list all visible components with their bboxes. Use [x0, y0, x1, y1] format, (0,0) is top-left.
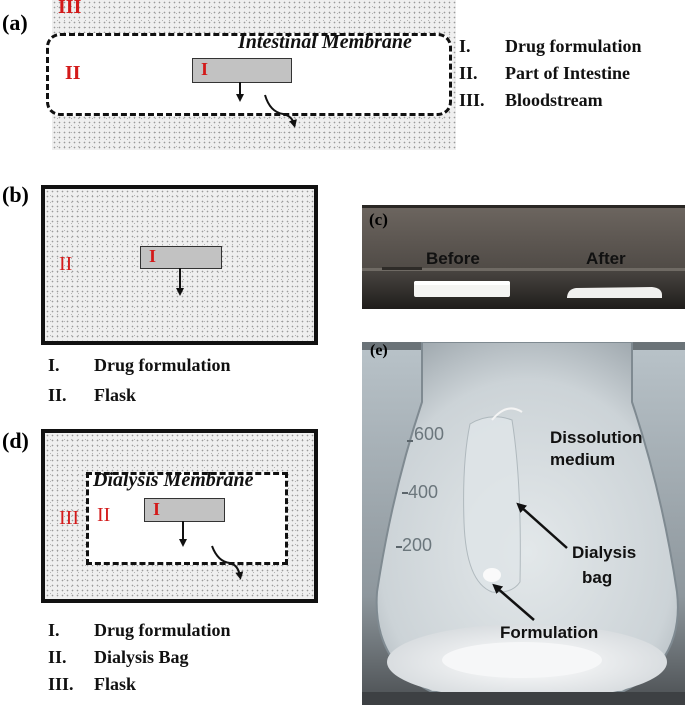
legend-item: I. Drug formulation: [459, 36, 642, 57]
legend-item: I. Drug formulation: [48, 620, 231, 641]
legend-num: II.: [459, 63, 478, 83]
legend-text: Drug formulation: [94, 355, 231, 375]
release-arrows: [179, 521, 244, 580]
dialysis-photo: [362, 342, 685, 705]
legend-num: II.: [48, 647, 67, 667]
before-label: Before: [426, 249, 480, 268]
release-arrows: [236, 82, 297, 128]
annotation-arrows: [492, 502, 568, 621]
region-iii-label: III: [58, 0, 82, 18]
after-label: After: [586, 249, 626, 268]
panel-c-label: (c): [369, 210, 388, 229]
panel-c-photo: (c) Before After: [362, 205, 685, 309]
legend-num: I.: [459, 36, 471, 56]
legend-item: II. Part of Intestine: [459, 63, 630, 84]
panel-d-label: (d): [2, 428, 29, 453]
region-ii-label: II: [59, 253, 73, 275]
release-arrow: [176, 268, 184, 296]
label-line: bag: [582, 568, 613, 587]
label-line: Dissolution: [550, 428, 643, 447]
legend-num: III.: [459, 90, 485, 110]
legend-num: I.: [48, 620, 60, 640]
legend-item: I. Drug formulation: [48, 355, 231, 376]
region-ii-label: II: [65, 62, 81, 84]
panel-b-label: (b): [2, 182, 29, 207]
legend-num: II.: [48, 385, 67, 405]
tablet-before: [414, 281, 510, 297]
formulation-label: Formulation: [500, 623, 599, 642]
tablet-after: [567, 287, 662, 298]
region-iii-label: III: [59, 507, 79, 529]
region-i-label: I: [201, 59, 209, 79]
intestinal-membrane-label: Intestinal Membrane: [238, 31, 412, 53]
legend-item: II. Flask: [48, 385, 136, 406]
legend-text: Dialysis Bag: [94, 647, 189, 667]
legend-item: III. Bloodstream: [459, 90, 603, 111]
tablet-photo: [362, 205, 685, 309]
graduation-400: 400: [408, 482, 439, 502]
legend-text: Flask: [94, 385, 137, 405]
label-line: Dialysis: [572, 543, 637, 562]
legend-text: Drug formulation: [94, 620, 231, 640]
graduation-600: 600: [414, 424, 445, 444]
drug-formulation-block: [144, 498, 225, 522]
legend-text: Part of Intestine: [505, 63, 630, 83]
dialysis-bag-label: Dialysis bag: [572, 540, 636, 590]
dissolution-medium-label: Dissolution medium: [550, 427, 643, 471]
legend-item: III. Flask: [48, 674, 136, 695]
graduation-marks: [396, 440, 413, 548]
region-ii-label: II: [97, 504, 111, 526]
legend-text: Bloodstream: [505, 90, 603, 110]
label-line: medium: [550, 450, 616, 469]
graduation-200: 200: [402, 535, 433, 555]
panel-e-photo: (e) 600 400 200 Dissolution medium Dialy…: [362, 342, 685, 705]
region-i-label: I: [149, 246, 157, 266]
panel-e-label: (e): [370, 342, 388, 359]
legend-num: I.: [48, 355, 60, 375]
legend-text: Flask: [94, 674, 137, 694]
legend-text: Drug formulation: [505, 36, 642, 56]
panel-a-label: (a): [2, 10, 28, 35]
region-i-label: I: [153, 499, 161, 519]
drug-formulation-block: [192, 58, 292, 83]
dialysis-membrane-label: Dialysis Membrane: [93, 469, 254, 491]
legend-num: III.: [48, 674, 74, 694]
legend-item: II. Dialysis Bag: [48, 647, 189, 668]
